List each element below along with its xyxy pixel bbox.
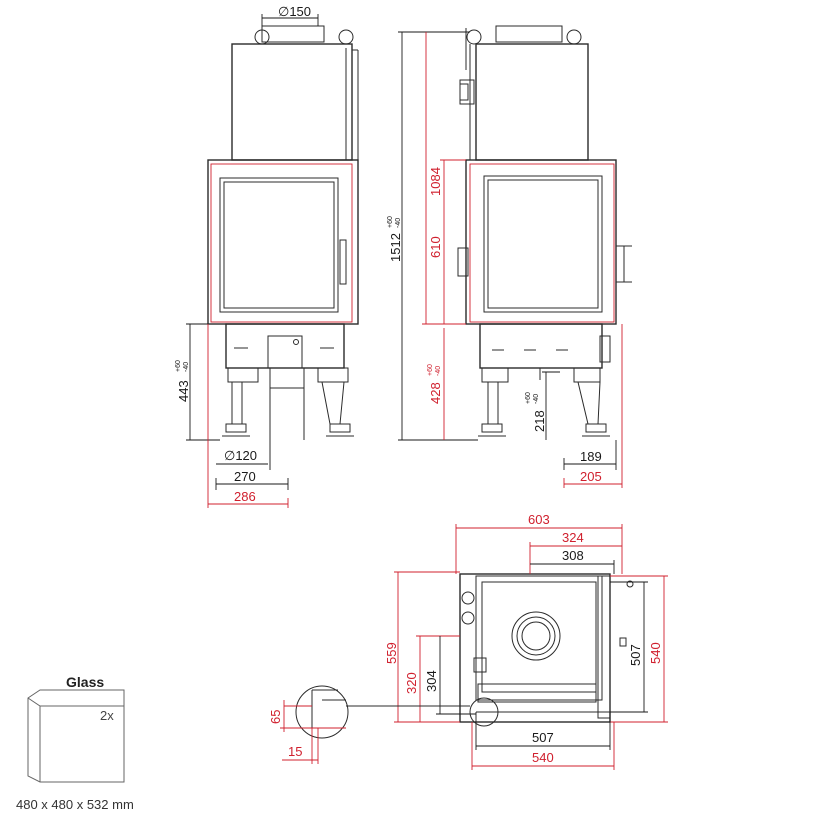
dim-width-540: 540 (532, 750, 554, 765)
dim-depth-559: 559 (384, 642, 399, 664)
dim-width-507: 507 (532, 730, 554, 745)
lifting-ring-right (338, 29, 354, 45)
side-view (457, 25, 632, 437)
dim-height-428: 428 (428, 382, 443, 404)
firebox-frame (207, 159, 359, 325)
top-view (459, 573, 634, 723)
side-dims: 1512 +60 -40 1084 610 428 +60 -40 218 +6… (387, 31, 623, 488)
tol-428-plus: +60 (427, 364, 434, 376)
dim-height-218: 218 (532, 410, 547, 432)
dim-air-diameter: ∅120 (224, 448, 257, 463)
dim-width-603: 603 (528, 512, 550, 527)
top-inner-firebox (481, 581, 597, 693)
glass-count: 2x (100, 708, 114, 723)
dim-leg-height: 443 (176, 380, 191, 402)
tol-leg-plus: +60 (175, 360, 182, 372)
dim-width-324: 324 (562, 530, 584, 545)
side-handle (616, 245, 632, 283)
flue-collar (261, 25, 325, 43)
dim-detail-15: 15 (288, 744, 302, 759)
dim-depth-304: 304 (424, 670, 439, 692)
dim-depth-540: 540 (648, 642, 663, 664)
glass-title: Glass (66, 674, 105, 690)
door-handle (339, 239, 347, 285)
side-ash-pan (479, 323, 603, 369)
dim-flue-diameter: ∅150 (278, 4, 311, 19)
tol-total-minus: -40 (395, 218, 402, 228)
dim-width-308: 308 (562, 548, 584, 563)
side-hood (475, 43, 589, 161)
dim-depth-320: 320 (404, 672, 419, 694)
dim-width-270: 270 (234, 469, 256, 484)
dim-height-1084: 1084 (428, 167, 443, 196)
side-glass (483, 175, 603, 313)
flue-outlet (511, 611, 561, 661)
glass-size: 480 x 480 x 532 mm (16, 797, 134, 812)
tol-218-minus: -40 (533, 394, 540, 404)
tol-leg-minus: -40 (183, 362, 190, 372)
dim-depth-507: 507 (628, 644, 643, 666)
dim-height-610: 610 (428, 236, 443, 258)
tol-218-plus: +60 (525, 392, 532, 404)
dim-width-286: 286 (234, 489, 256, 504)
tol-428-minus: -40 (435, 366, 442, 376)
dim-width-189: 189 (580, 449, 602, 464)
detail-ref-circle (469, 697, 499, 727)
tol-total-plus: +60 (387, 216, 394, 228)
front-dims: ∅150 443 +60 -40 ∅120 270 286 (175, 4, 319, 508)
air-inlet-box (267, 335, 303, 369)
hood-body (231, 43, 353, 161)
front-view (207, 25, 359, 470)
firebox-red-outline (210, 163, 353, 323)
ash-pan-body (225, 323, 345, 369)
detail-circle (295, 685, 349, 739)
dim-total-height: 1512 (388, 233, 403, 262)
front-glass (219, 177, 339, 313)
dim-width-205: 205 (580, 469, 602, 484)
dim-detail-65: 65 (268, 710, 283, 724)
top-dims: 603 324 308 559 320 304 507 540 507 540 (268, 512, 668, 770)
glass-diagram (27, 689, 125, 783)
